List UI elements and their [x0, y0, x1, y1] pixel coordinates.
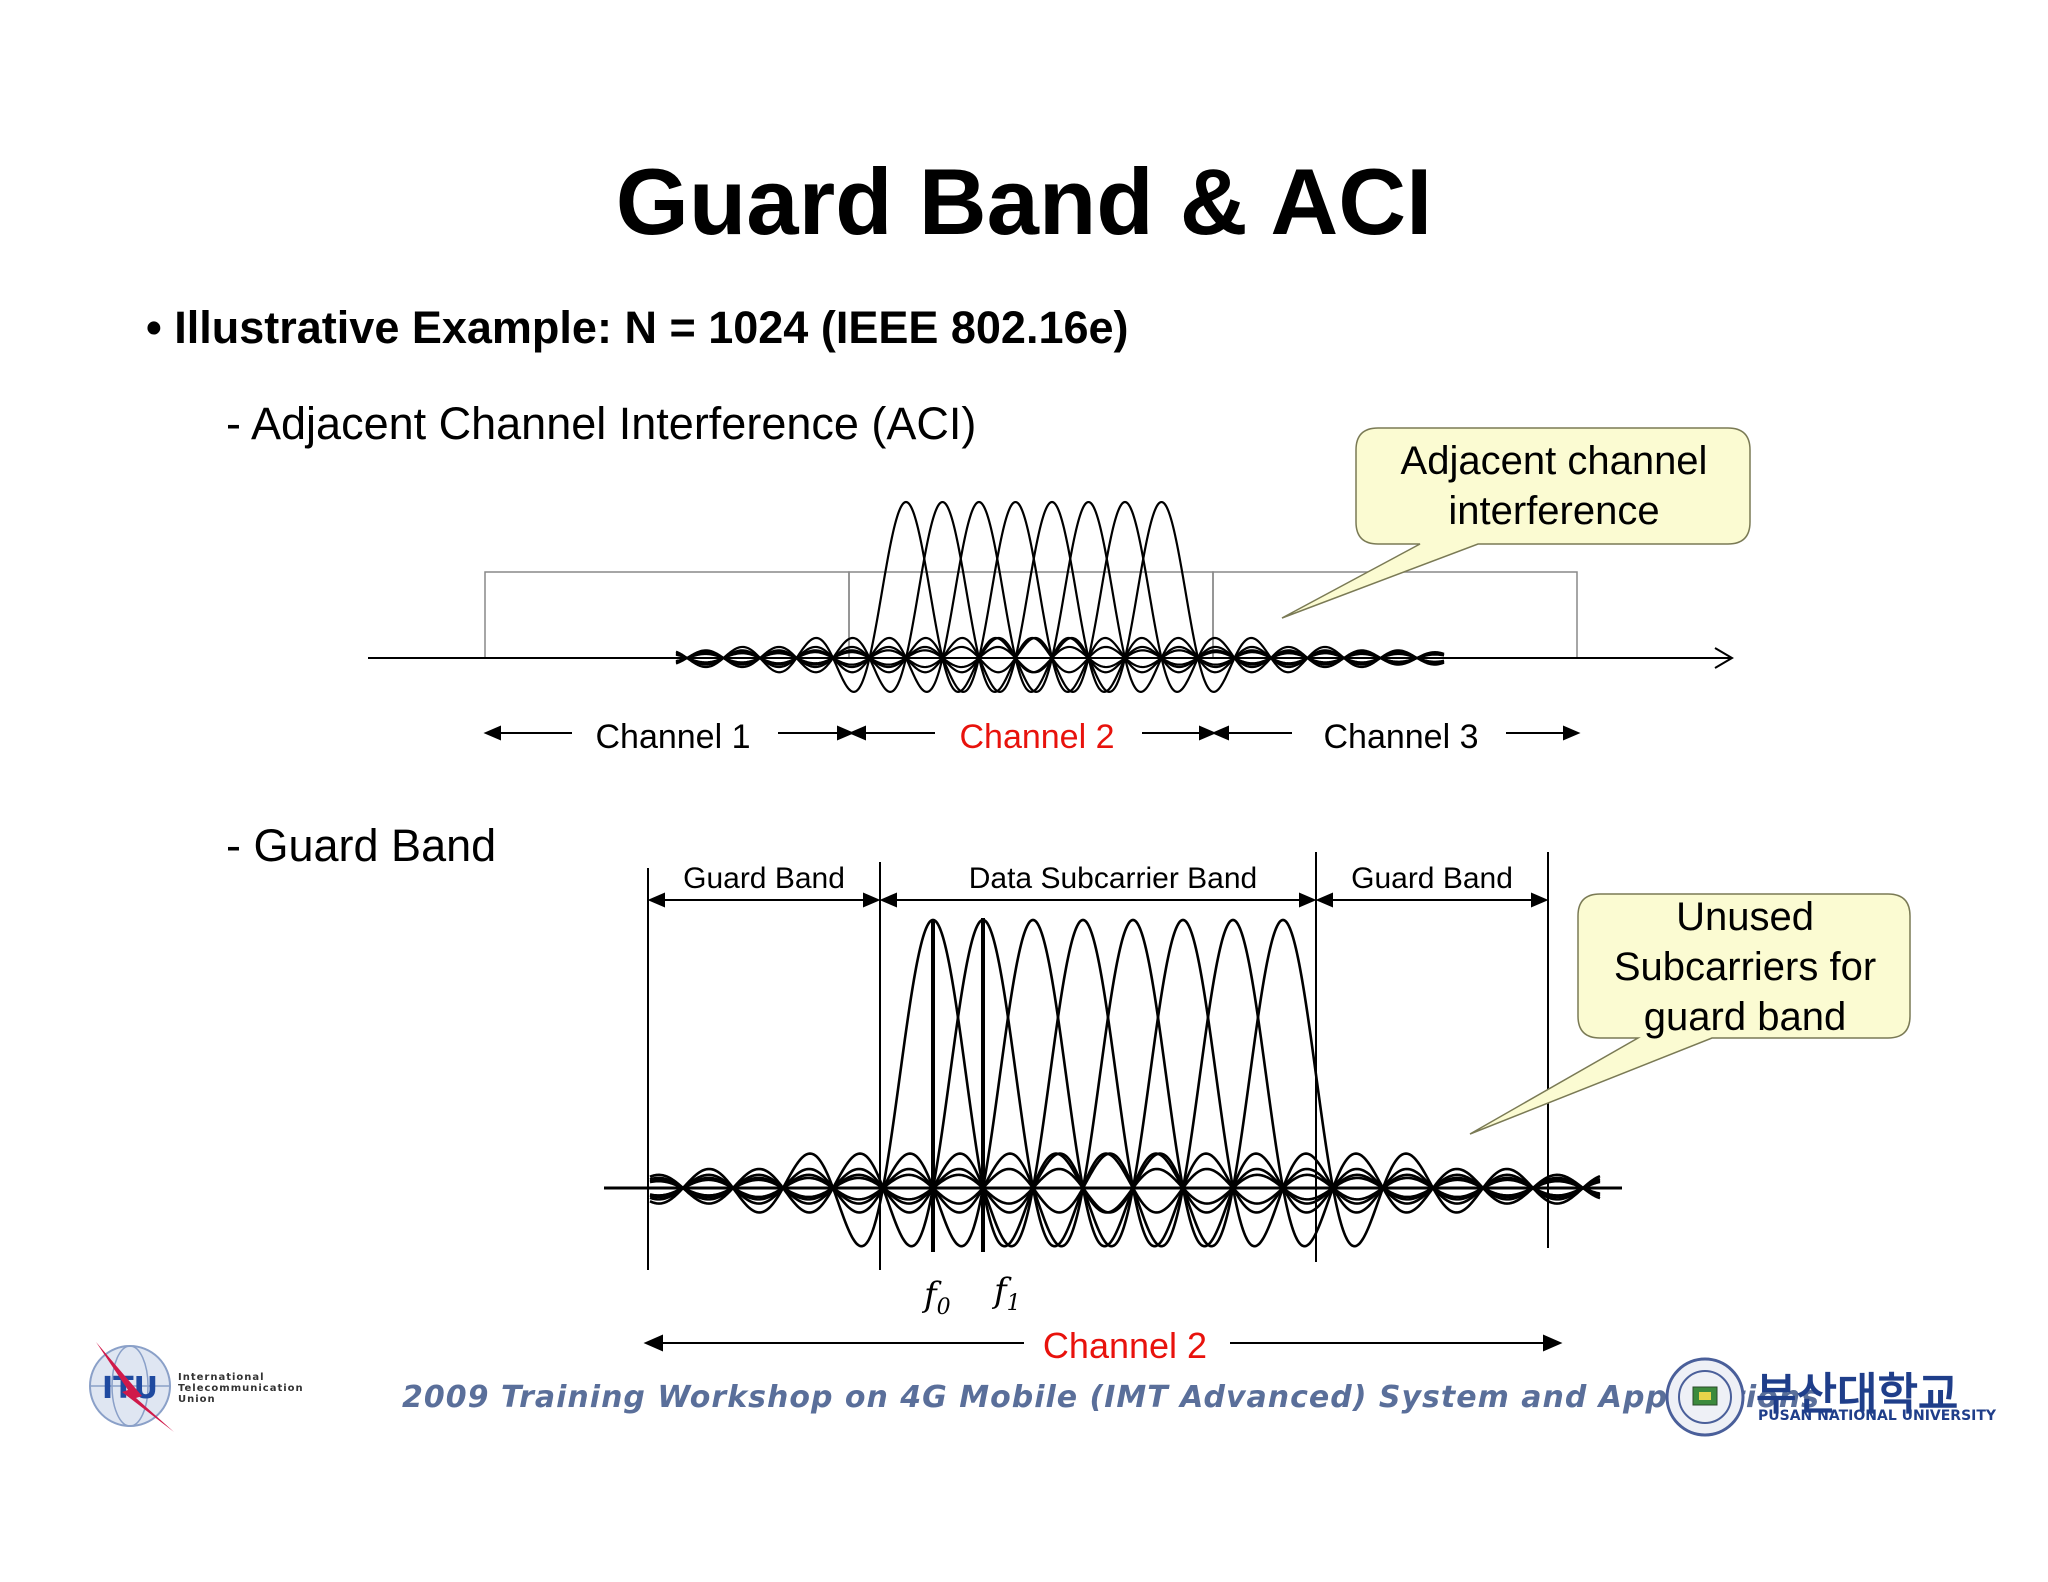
guard-band-subcarrier-5: [649, 918, 1601, 1248]
guard-band-callout-line-1: Unused: [1676, 895, 1814, 939]
guard-band-left-label: Guard Band: [683, 862, 845, 895]
guard-band-callout-bubble: [1469, 893, 1911, 1135]
guard-band-subcarrier-7: [649, 918, 1601, 1248]
aci-subcarrier-waves: [675, 500, 1445, 693]
guard-band-callout-line-3: guard band: [1643, 995, 1847, 1039]
itu-name-line-1: International: [178, 1372, 265, 1383]
itu-name-line-2: Telecommunication: [178, 1383, 304, 1394]
channel-3-label: Channel 3: [1323, 718, 1478, 756]
guard-band-callout-text: Unused Subcarriers for guard band: [1578, 892, 1912, 1042]
f0-label: f0: [921, 1275, 951, 1320]
bullet-illustrative-example: • Illustrative Example: N = 1024 (IEEE 8…: [146, 302, 1129, 353]
aci-subcarrier-7: [675, 500, 1445, 693]
f1-label: f1: [991, 1271, 1021, 1316]
guard-band-right-label: Guard Band: [1351, 862, 1513, 895]
aci-subcarrier-4: [675, 500, 1445, 693]
university-name-korean: 부산대학교: [1756, 1369, 1959, 1420]
slide-title: Guard Band & ACI: [615, 149, 1433, 254]
guard-band-subcarrier-8: [649, 918, 1601, 1248]
workshop-footer: 2009 Training Workshop on 4G Mobile (IMT…: [402, 1380, 1821, 1415]
aci-subcarrier-8: [675, 500, 1445, 693]
data-subcarrier-band-label: Data Subcarrier Band: [969, 862, 1258, 895]
guard-band-subcarrier-4: [649, 918, 1601, 1248]
guard-band-callout-line-2: Subcarriers for: [1613, 945, 1877, 989]
bullet-text: Illustrative Example: N = 1024 (IEEE 802…: [174, 302, 1129, 353]
channel-1-label: Channel 1: [595, 718, 750, 756]
band-arrows: [647, 892, 1549, 908]
pnu-seal-icon: [1665, 1357, 1745, 1437]
guard-band-subcarrier-3: [649, 918, 1601, 1248]
aci-callout-bubble: [1281, 427, 1751, 619]
channel-2-span-label: Channel 2: [1043, 1325, 1207, 1366]
university-name-english: PUSAN NATIONAL UNIVERSITY: [1758, 1408, 1997, 1424]
subheading-guard-band: - Guard Band: [226, 820, 497, 871]
guard-band-subcarrier-waves: [649, 918, 1601, 1248]
itu-name: International Telecommunication Union: [178, 1372, 304, 1405]
channel-2-span-arrow: [643, 1334, 1563, 1352]
itu-name-line-3: Union: [178, 1394, 216, 1405]
itu-logo: ITU: [89, 1342, 174, 1432]
channel-arrows: [483, 725, 1581, 741]
subheading-aci: - Adjacent Channel Interference (ACI): [226, 398, 977, 449]
channel-2-label: Channel 2: [959, 718, 1114, 756]
aci-axis-arrowhead: [1714, 647, 1734, 669]
guard-band-subcarrier-6: [649, 918, 1601, 1248]
aci-callout-line-2: interference: [1448, 489, 1660, 533]
aci-callout-text: Adjacent channel interference: [1356, 436, 1752, 536]
aci-callout-line-1: Adjacent channel: [1400, 439, 1708, 483]
